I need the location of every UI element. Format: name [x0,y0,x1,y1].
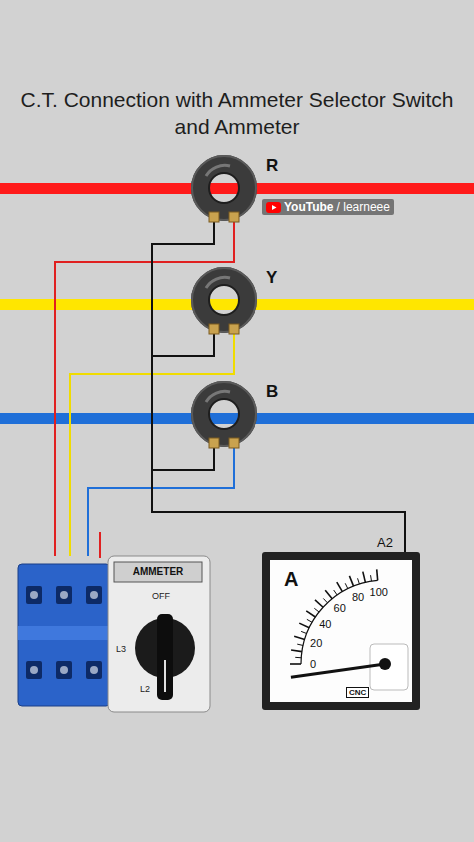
scale-arc [301,580,378,664]
watermark-text: / learneee [337,200,390,214]
screw-terminal [56,586,72,604]
scale-tick [297,644,303,645]
ammeter: A 100 80 6040 20 0CNC [262,552,420,710]
drawing-part [90,591,98,599]
scale-tick [325,590,332,599]
drawing-part [18,556,212,712]
r-phase-bar [0,183,474,194]
ct-core [200,276,248,324]
wire [152,448,405,552]
scale-tick [307,619,312,622]
scale-tick [323,598,327,602]
pivot [379,658,391,670]
screw-terminal [86,586,102,604]
ct-terminal [209,212,219,222]
phase-label: B [266,382,278,402]
drawing-part [190,380,258,448]
selector-switch: AMMETER OFF L3L2 [18,556,212,712]
phase-label: Y [266,268,277,288]
terminal-block [18,564,110,706]
screw-terminal [26,586,42,604]
jumper-wire [99,532,101,558]
scale-tick [349,576,353,586]
drawing-part [164,660,166,692]
drawing-part [30,591,38,599]
scale-tick [363,572,366,583]
watermark-text: YouTube [284,200,334,214]
pivot-cover [370,644,408,690]
drawing-part [209,285,239,315]
meter-face [270,560,412,702]
screw-terminal [26,661,42,679]
drawing-part [30,666,38,674]
drawing-part [209,173,239,203]
drawing-part [190,154,258,222]
scale-tick [314,608,319,612]
switch-position: OFF [152,591,170,601]
drawing-part [60,666,68,674]
wire [88,448,234,556]
wire [152,222,405,552]
terminal-label: A2 [377,535,393,550]
screw-terminal [56,661,72,679]
scale-tick [294,636,305,639]
current-transformer: Y [190,266,258,334]
ct-terminal [209,438,219,448]
drawing-part [206,391,230,402]
scale-tick [334,590,337,595]
current-transformer: B [190,380,258,448]
scale-tick [299,623,309,628]
scale-number: 20 [310,637,322,649]
ct-core [200,164,248,212]
drawing-part [206,277,230,288]
scale-number: 100 [370,586,388,598]
needle [291,664,385,677]
current-transformer: R [190,154,258,222]
unit-symbol: A [284,568,298,591]
scale-tick [306,611,315,617]
scale-tick [301,631,307,633]
youtube-icon [266,202,281,213]
screw-terminal [86,661,102,679]
wire [152,334,405,552]
scale-number: 40 [319,618,331,630]
scale-number: 60 [334,602,346,614]
scale-tick [291,650,302,652]
drawing-part [209,399,239,429]
title: C.T. Connection with Ammeter Selector Sw… [20,86,454,141]
drawing-part [192,382,256,446]
meter-bezel [262,552,420,710]
scale-tick [315,600,323,607]
watermark: YouTube / learneee [262,199,394,215]
scale-tick [370,575,372,581]
switch-name: AMMETER [114,562,202,582]
drawing-part [192,156,256,220]
drawing-part [190,266,258,334]
scale-tick [337,582,343,591]
ct-terminal [229,212,239,222]
knob-handle [157,614,173,700]
ct-terminal [229,324,239,334]
phase-label: R [266,156,278,176]
switch-position: L3 [116,644,126,654]
drawing-part [192,268,256,332]
ct-terminal [209,324,219,334]
scale-tick [345,583,348,588]
ct-core [200,390,248,438]
brand-mark: CNC [346,687,369,698]
scale-tick [358,578,360,584]
scale-tick [295,657,301,658]
ct-terminal [229,438,239,448]
drawing-part [90,666,98,674]
drawing-part [206,165,230,176]
scale-tick [290,663,301,665]
face-plate [108,556,210,712]
drawing-part [18,626,110,640]
drawing-part [60,591,68,599]
scale-tick [376,569,379,580]
switch-position: L2 [140,684,150,694]
scale-number: 80 [352,591,364,603]
name-plate [114,562,202,582]
scale-number: 0 [310,658,316,670]
